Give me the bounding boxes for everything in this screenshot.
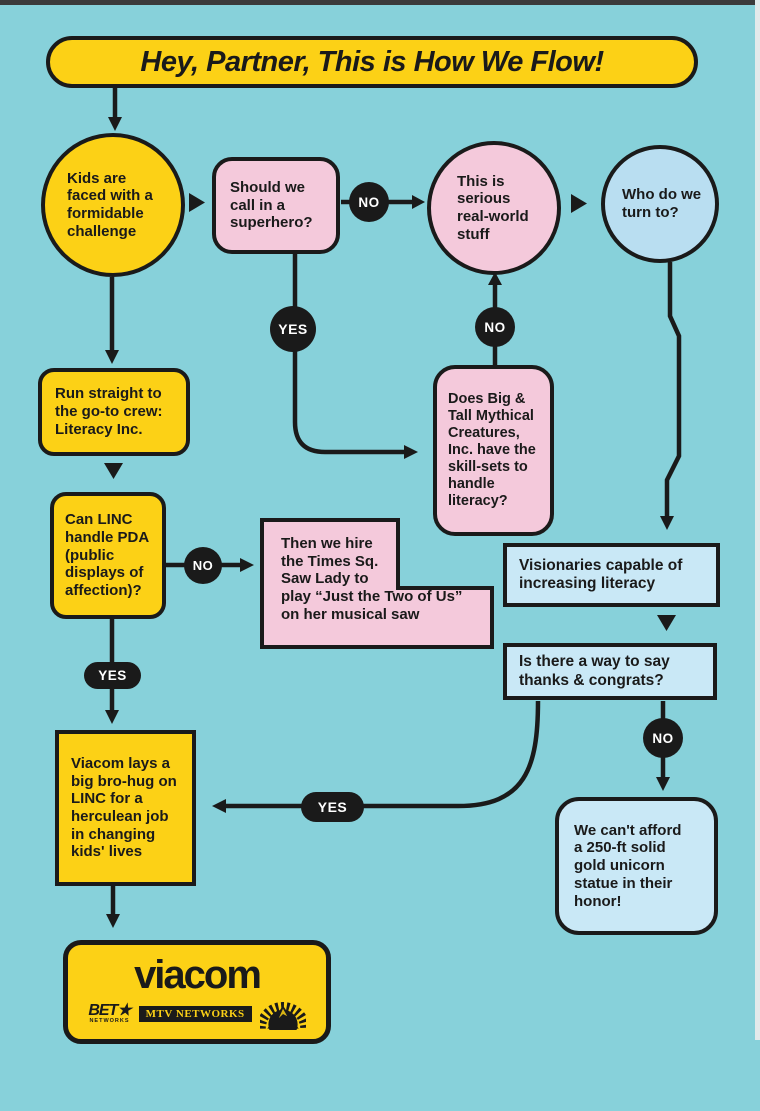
node-thanks-congrats: Is there a way to say thanks & congrats? (503, 643, 717, 700)
node-call-superhero: Should we call in a superhero? (212, 157, 340, 254)
right-border-strip (755, 0, 760, 1040)
node-viacom-brohug: Viacom lays a big bro-hug on LINC for a … (55, 730, 196, 886)
page-title: Hey, Partner, This is How We Flow! (46, 36, 698, 88)
badge-no-superhero: NO (349, 182, 389, 222)
badge-no-thanks: NO (643, 718, 683, 758)
node-mythical-creatures: Does Big & Tall Mythical Creatures, Inc.… (433, 365, 554, 536)
paramount-mountain-icon (259, 1001, 306, 1030)
arrow-triangle-right (189, 193, 205, 212)
badge-yes-thanks: YES (301, 792, 364, 822)
badge-yes-superhero: YES (270, 306, 316, 352)
mtv-networks-logo: MTV NETWORKS (138, 1005, 252, 1022)
node-gold-unicorn: We can't afford a 250-ft solid gold unic… (555, 797, 718, 935)
node-literacy-inc: Run straight to the go-to crew: Literacy… (38, 368, 190, 456)
top-border-strip (0, 0, 760, 5)
bet-logo: BET★ NETWORKS (88, 1001, 131, 1024)
viacom-logo-box: viacom BET★ NETWORKS MTV NETWORKS (63, 940, 331, 1044)
badge-yes-pda: YES (84, 662, 141, 689)
node-visionaries: Visionaries capable of increasing litera… (503, 543, 720, 607)
node-linc-pda: Can LINC handle PDA (public displays of … (50, 492, 166, 619)
node-who-turn-to: Who do we turn to? (601, 145, 719, 263)
badge-no-pda: NO (184, 547, 222, 584)
node-serious-stuff: This is serious real-world stuff (427, 141, 561, 275)
viacom-wordmark: viacom (134, 952, 262, 997)
badge-no-bigtall: NO (475, 307, 515, 347)
node-saw-lady: Then we hire the Times Sq. Saw Lady to p… (281, 535, 463, 623)
page-title-text: Hey, Partner, This is How We Flow! (140, 45, 604, 78)
sawlady-box-shape (260, 518, 494, 649)
node-kids-challenge: Kids are faced with a formidable challen… (41, 133, 185, 277)
